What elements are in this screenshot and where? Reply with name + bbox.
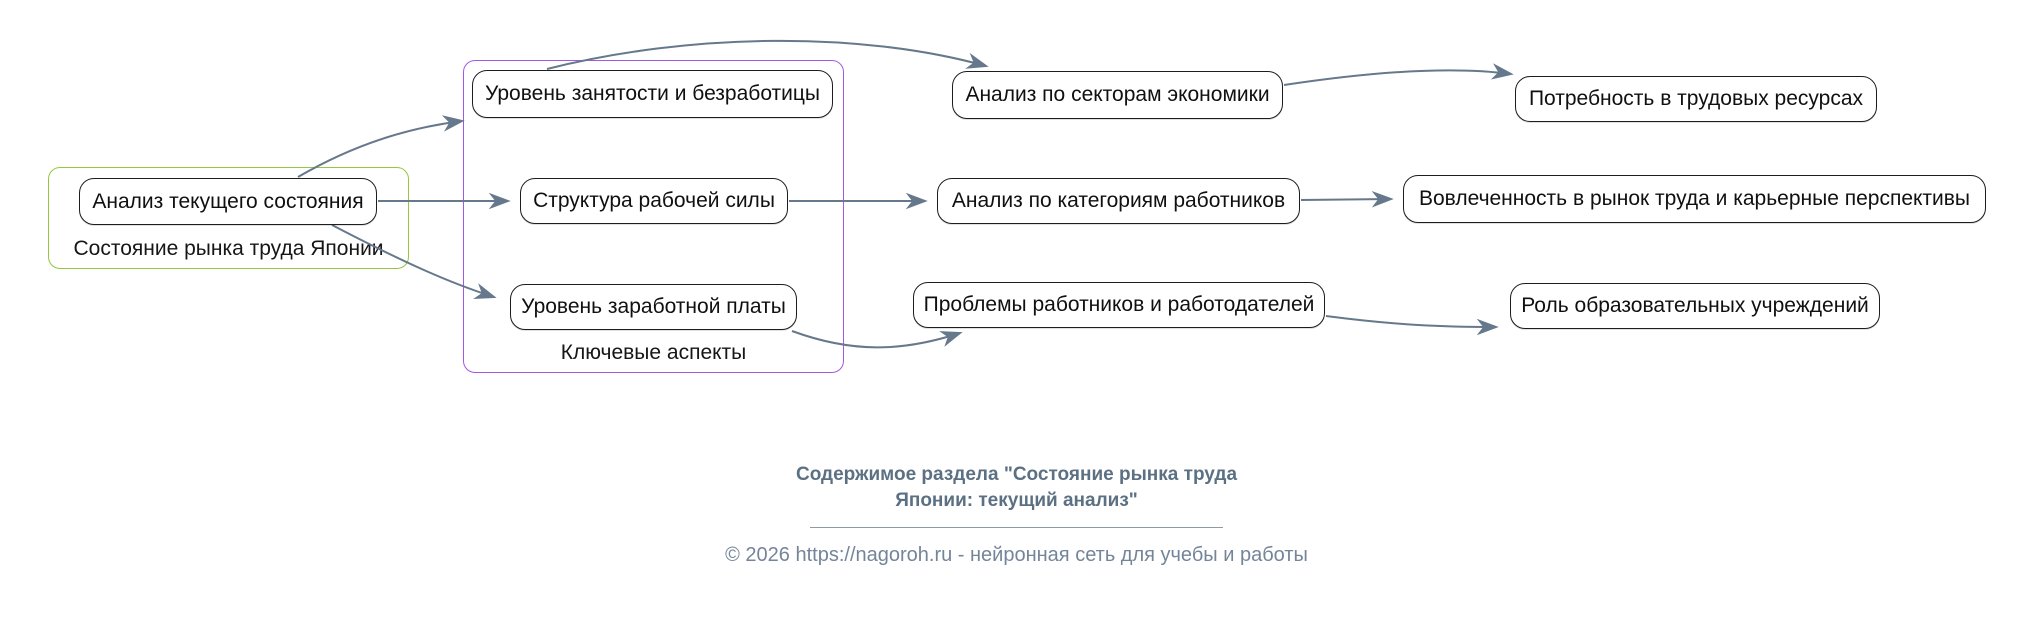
node-labor-demand: Потребность в трудовых ресурсах	[1515, 76, 1877, 122]
cluster-market-state-label: Состояние рынка труда Японии	[73, 237, 384, 260]
node-sector-analysis: Анализ по секторам экономики	[952, 71, 1283, 119]
node-involvement: Вовлеченность в рынок труда и карьерные …	[1403, 175, 1986, 223]
node-category-analysis: Анализ по категориям работников	[937, 178, 1300, 224]
node-problems: Проблемы работников и работодателей	[913, 282, 1325, 328]
node-current-analysis: Анализ текущего состояния	[79, 178, 377, 225]
node-wage-level: Уровень заработной платы	[510, 284, 797, 330]
node-workforce-structure: Структура рабочей силы	[520, 178, 788, 224]
footer-title-line2: Японии: текущий анализ"	[895, 489, 1138, 511]
cluster-market-state: Состояние рынка труда Японии	[48, 167, 409, 269]
footer-copyright: © 2026 https://nagoroh.ru - нейронная се…	[725, 544, 1308, 566]
footer-title: Содержимое раздела "Состояние рынка труд…	[0, 462, 2033, 513]
node-employment: Уровень занятости и безработицы	[472, 70, 833, 118]
edge-category-to-involvement	[1300, 190, 1394, 208]
cluster-key-aspects-label: Ключевые аспекты	[560, 341, 747, 364]
edge-problems-to-education	[1325, 315, 1499, 336]
edge-sector-to-demand	[1283, 63, 1514, 86]
footer-title-line1: Содержимое раздела "Состояние рынка труд…	[795, 464, 1238, 485]
node-education-role: Роль образовательных учреждений	[1510, 283, 1880, 329]
footer-divider	[810, 527, 1223, 528]
